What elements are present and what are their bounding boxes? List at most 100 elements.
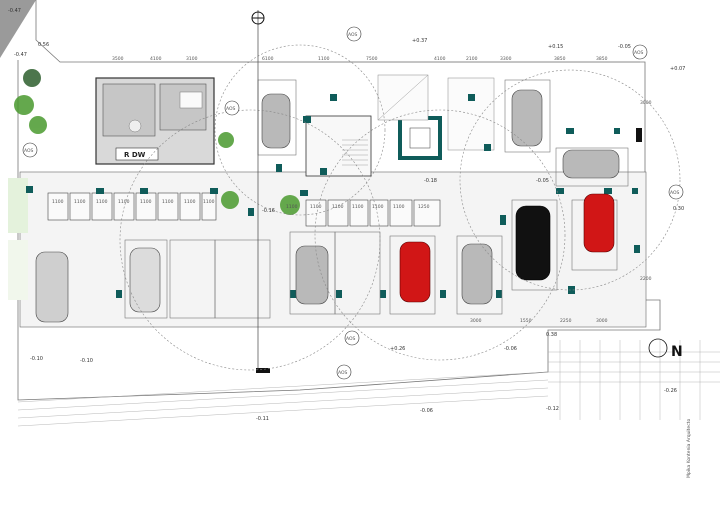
level-marker: -0.18 bbox=[424, 178, 437, 184]
dimension-label: 1100 bbox=[352, 204, 364, 210]
trees bbox=[14, 69, 300, 215]
stair-room bbox=[305, 115, 372, 177]
level-marker: -0.06 bbox=[420, 408, 433, 414]
bed-icon bbox=[179, 91, 203, 109]
section-tag-icon bbox=[336, 364, 352, 380]
level-marker: -0.47 bbox=[14, 52, 27, 58]
dimension-label: 3850 bbox=[596, 56, 608, 62]
dimension-label: 4100 bbox=[150, 56, 162, 62]
dimension-label: 1100 bbox=[393, 204, 405, 210]
level-marker: -0.05 bbox=[618, 44, 631, 50]
section-tag: AOS bbox=[346, 336, 356, 342]
wall-black-right bbox=[636, 128, 642, 142]
level-marker: 0.56 bbox=[38, 42, 49, 48]
dimension-label: 3000 bbox=[640, 100, 652, 106]
dimension-label: 3300 bbox=[500, 56, 512, 62]
dimension-label: 2250 bbox=[560, 318, 572, 324]
dimension-label: 3000 bbox=[470, 318, 482, 324]
car-grey bbox=[129, 247, 161, 313]
storage-units-left bbox=[47, 192, 217, 221]
grass-strip-left-upper bbox=[8, 178, 28, 233]
level-marker: -0.10 bbox=[80, 358, 93, 364]
room-label-box bbox=[115, 147, 159, 161]
section-tag: AOS bbox=[670, 190, 680, 196]
turning-circles bbox=[119, 44, 681, 371]
dimension-label: 3500 bbox=[112, 56, 124, 62]
cars bbox=[35, 89, 620, 323]
tree-icon bbox=[23, 69, 41, 87]
plot-corner-hatch bbox=[0, 0, 36, 58]
car-red bbox=[583, 193, 615, 253]
plot-boundary bbox=[17, 0, 661, 401]
tree-icon bbox=[280, 195, 300, 215]
car-grey bbox=[511, 89, 543, 147]
level-marker: +0.26 bbox=[390, 346, 405, 352]
section-tag-icon bbox=[224, 100, 240, 116]
level-marker: -0.12 bbox=[546, 406, 559, 412]
dimension-label: 1100 bbox=[140, 199, 152, 205]
car-grey bbox=[562, 149, 620, 179]
dimension-label: 2100 bbox=[466, 56, 478, 62]
section-tag-icon bbox=[346, 26, 362, 42]
north-label: N bbox=[671, 344, 683, 360]
section-tags: AOS AOS AOS AOS AOS AOS AOS bbox=[22, 26, 684, 380]
section-tag: AOS bbox=[226, 106, 236, 112]
level-marker: -0.06 bbox=[504, 346, 517, 352]
side-note: Mpika Kontenia Arquitecto bbox=[686, 419, 692, 478]
section-tag: AOS bbox=[634, 50, 644, 56]
level-marker: 0.38 bbox=[546, 332, 557, 338]
section-tag-icon bbox=[344, 330, 360, 346]
north-arrow: N bbox=[648, 338, 683, 360]
tree-icon bbox=[221, 191, 239, 209]
landscape-hatch bbox=[17, 340, 720, 427]
tree-icon bbox=[218, 132, 234, 148]
house-block: R DW bbox=[95, 77, 215, 165]
dimension-label: 3850 bbox=[554, 56, 566, 62]
tree-icon bbox=[29, 116, 47, 134]
room-label: R DW bbox=[124, 151, 146, 159]
dimension-label: 1100 bbox=[162, 199, 174, 205]
dimension-label: 1100 bbox=[372, 204, 384, 210]
level-marker: +0.07 bbox=[670, 66, 685, 72]
wall-black-bottom bbox=[256, 368, 270, 373]
dimension-label: 1100 bbox=[74, 199, 86, 205]
dimension-label: 1100 bbox=[310, 204, 322, 210]
car-grey bbox=[295, 245, 329, 305]
level-marker: -0.05 bbox=[536, 178, 549, 184]
dimension-label: 1100 bbox=[286, 204, 298, 210]
level-marker: +0.15 bbox=[548, 44, 563, 50]
dimensions-storage: 1100 1100 1100 1100 1100 1100 1100 1100 … bbox=[52, 199, 430, 210]
section-tag: AOS bbox=[348, 32, 358, 38]
dimension-label: 1550 bbox=[520, 318, 532, 324]
dimension-label: 1100 bbox=[118, 199, 130, 205]
level-marker: 0.30 bbox=[673, 206, 684, 212]
tree-icon bbox=[14, 95, 34, 115]
level-marker: -0.16 bbox=[262, 208, 275, 214]
dimension-label: 1250 bbox=[418, 204, 430, 210]
stair-core bbox=[305, 115, 442, 177]
lift-cabin bbox=[409, 127, 431, 149]
section-tag: AOS bbox=[338, 370, 348, 376]
dimension-label: 1100 bbox=[52, 199, 64, 205]
dimension-label: 3000 bbox=[596, 318, 608, 324]
section-tag-icon bbox=[632, 44, 648, 60]
stair-treads bbox=[342, 139, 368, 166]
level-marker: -0.10 bbox=[30, 356, 43, 362]
dimension-label: 3100 bbox=[186, 56, 198, 62]
north-arrow-icon bbox=[648, 338, 668, 358]
dimensions-top: 3500 4100 3100 6100 1100 7500 4100 2100 … bbox=[90, 56, 640, 63]
dimension-label: 1100 bbox=[184, 199, 196, 205]
dimension-label: 1100 bbox=[318, 56, 330, 62]
dimension-label: 7500 bbox=[366, 56, 378, 62]
section-tag-icon bbox=[22, 142, 38, 158]
table-icon bbox=[128, 119, 142, 133]
lift-shaft bbox=[398, 116, 442, 160]
house-living-room bbox=[102, 83, 156, 137]
section-tag-icon bbox=[668, 184, 684, 200]
dimension-label: 1100 bbox=[96, 199, 108, 205]
dimension-label: 1100 bbox=[332, 204, 344, 210]
dimension-label: 2200 bbox=[640, 276, 652, 282]
section-tag: AOS bbox=[24, 148, 34, 154]
car-grey bbox=[461, 243, 493, 305]
